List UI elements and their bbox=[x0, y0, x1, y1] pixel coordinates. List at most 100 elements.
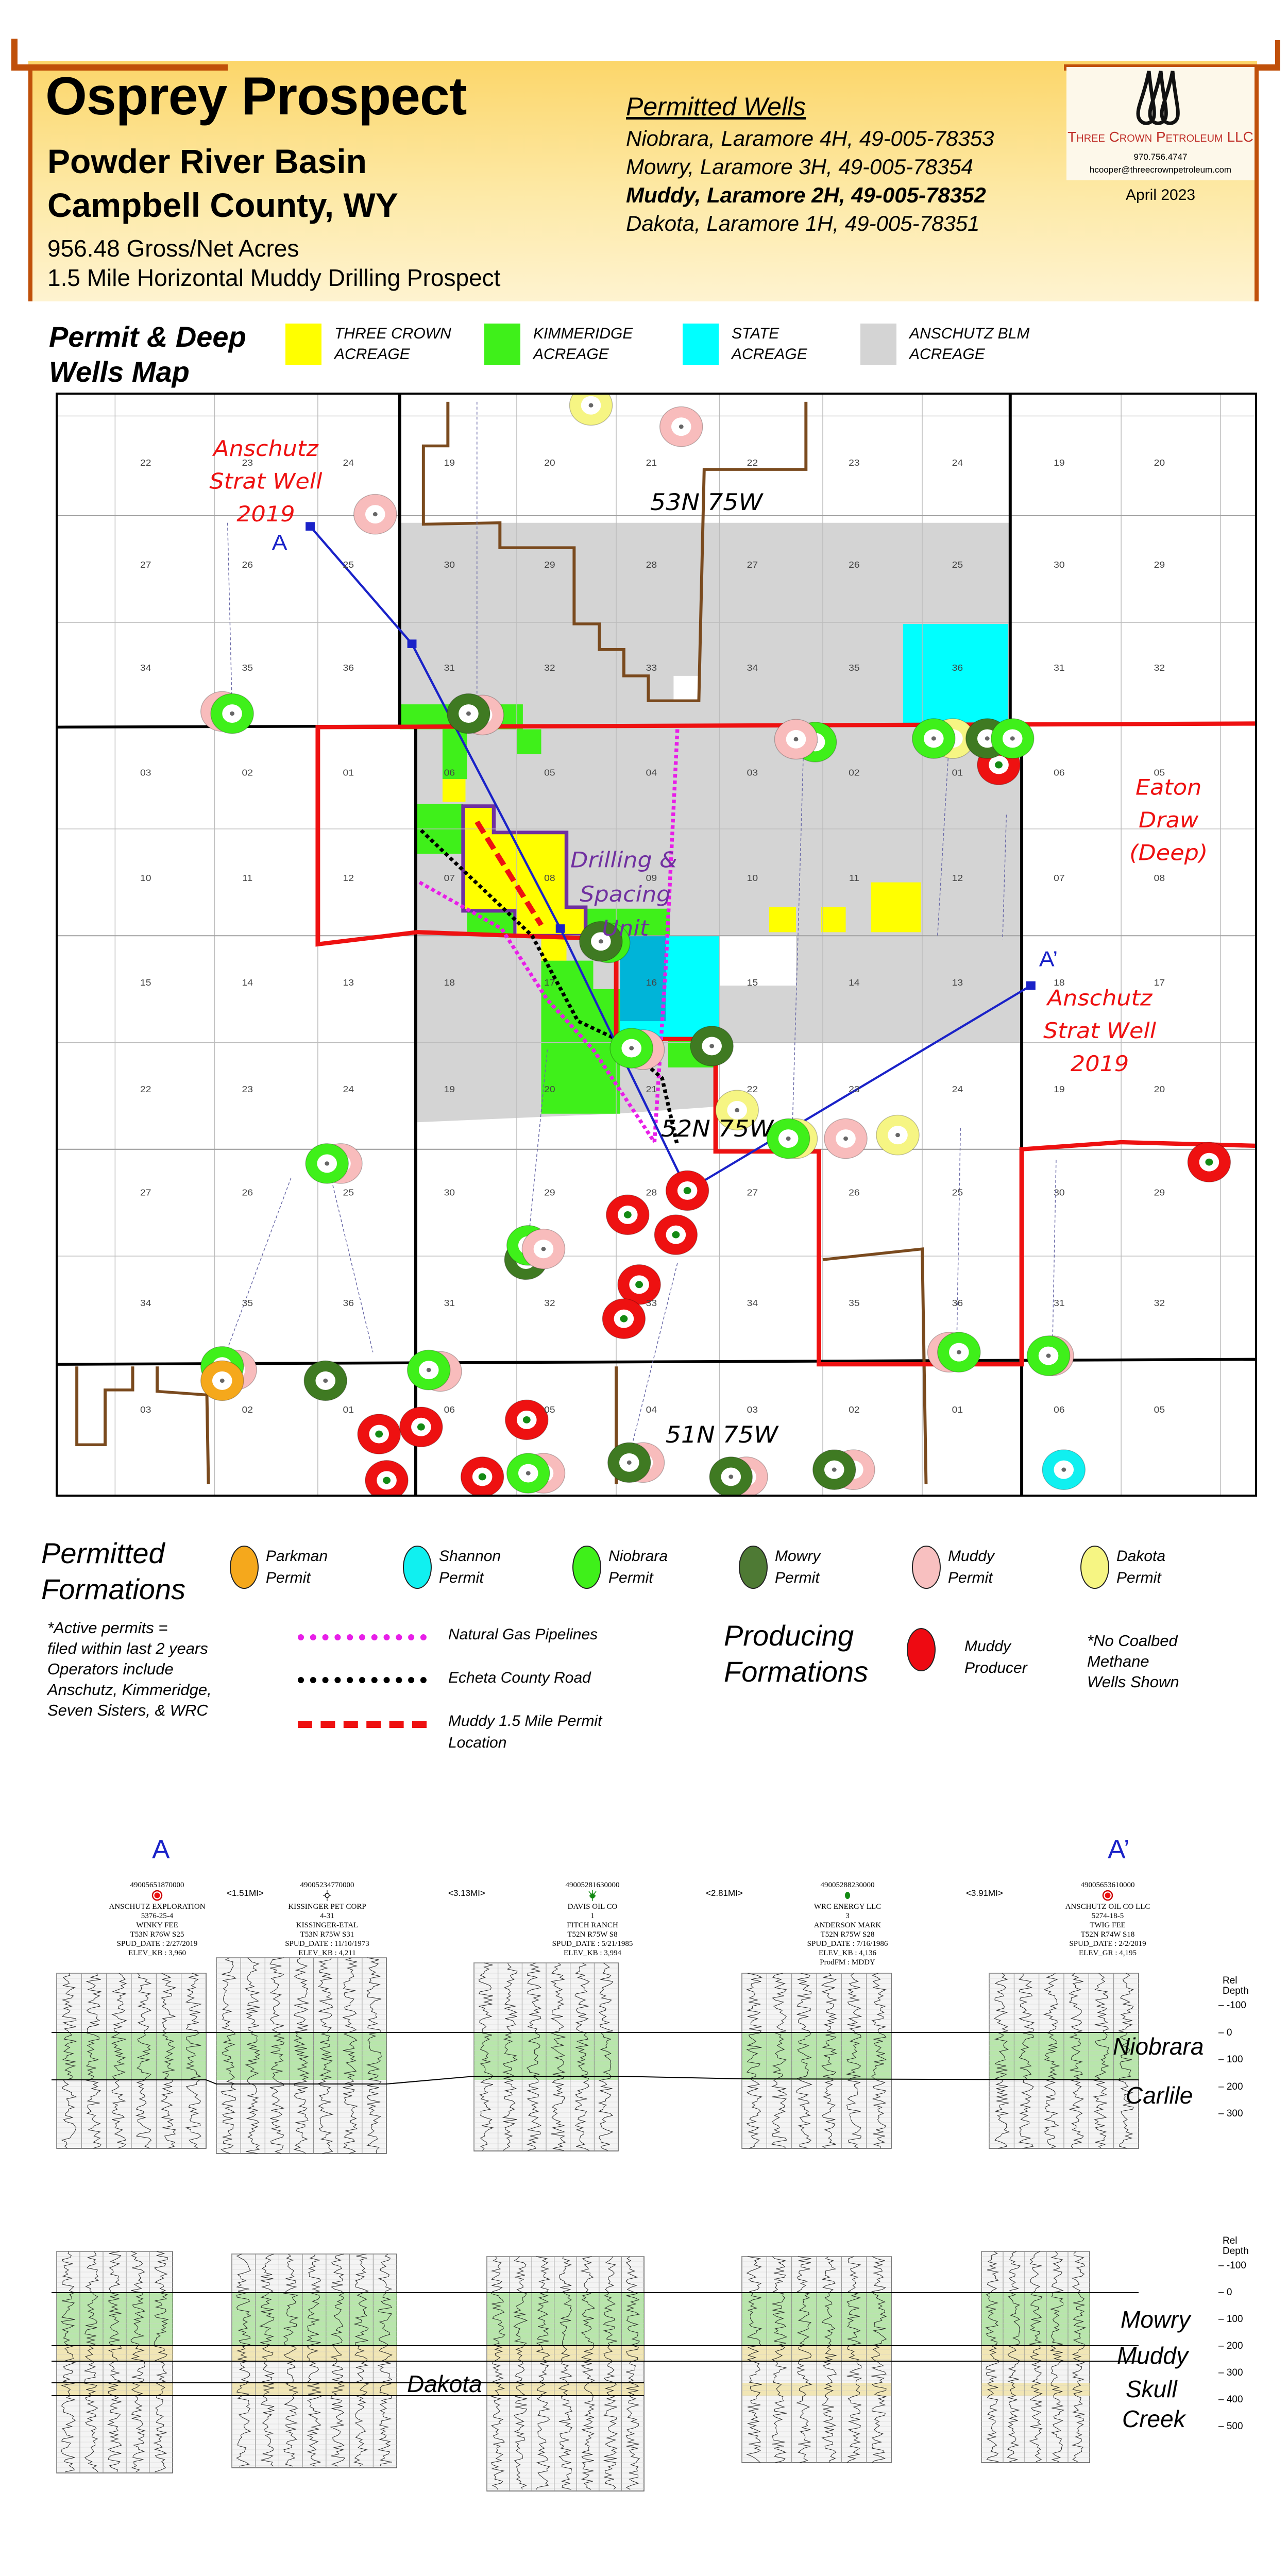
well-symbol[interactable] bbox=[460, 1456, 504, 1497]
well-symbol[interactable] bbox=[1042, 1449, 1086, 1490]
well-symbol[interactable] bbox=[303, 1360, 348, 1401]
formation-label-muddy: Muddy bbox=[1117, 2342, 1189, 2369]
producer-label-1: Muddy bbox=[964, 1638, 1011, 1655]
well-symbol[interactable] bbox=[210, 693, 254, 734]
well-log-track bbox=[486, 2256, 645, 2492]
well-symbol[interactable] bbox=[766, 1118, 810, 1159]
well-symbol[interactable] bbox=[607, 1442, 651, 1483]
log-curve bbox=[871, 1973, 887, 2149]
well-symbol[interactable] bbox=[617, 1264, 661, 1305]
well-symbol[interactable] bbox=[447, 693, 490, 734]
well-symbol[interactable] bbox=[654, 1214, 698, 1255]
well-symbol[interactable] bbox=[353, 494, 397, 535]
section-number: 01 bbox=[952, 1404, 963, 1415]
log-curve bbox=[821, 1973, 838, 2149]
well-symbol[interactable] bbox=[200, 1360, 244, 1401]
well-distance: <3.91MI> bbox=[966, 1888, 1003, 1898]
well-symbol[interactable] bbox=[990, 718, 1035, 759]
section-number: 24 bbox=[952, 457, 963, 468]
log-curve bbox=[746, 2256, 762, 2463]
well-symbol[interactable] bbox=[911, 718, 956, 759]
section-number: 35 bbox=[242, 1297, 253, 1308]
well-symbol[interactable] bbox=[1026, 1335, 1071, 1376]
permit-line-label-2: Location bbox=[448, 1734, 507, 1751]
section-number: 10 bbox=[747, 872, 758, 883]
company-email[interactable]: hcooper@threecrownpetroleum.com bbox=[1089, 165, 1232, 175]
legend-title-line: Formations bbox=[724, 1655, 869, 1688]
section-number: 29 bbox=[1154, 559, 1165, 569]
section-number: 17 bbox=[544, 977, 555, 988]
permit-label-1: Mowry bbox=[775, 1548, 821, 1565]
well-symbol[interactable] bbox=[602, 1298, 646, 1340]
three-crown-acreage bbox=[821, 907, 846, 933]
well-operator: ANSCHUTZ EXPLORATION bbox=[109, 1903, 206, 1911]
log-curve bbox=[221, 1957, 236, 2154]
section-number: 05 bbox=[544, 767, 555, 777]
section-number: 26 bbox=[849, 559, 859, 569]
permit-label-1: Dakota bbox=[1116, 1548, 1166, 1565]
cross-section-well-marker bbox=[306, 522, 315, 531]
section-number: 26 bbox=[242, 559, 253, 569]
permit-symbol-dakota bbox=[1080, 1546, 1109, 1589]
well-symbol[interactable] bbox=[876, 1114, 920, 1156]
well-symbol[interactable] bbox=[357, 1414, 401, 1454]
well-symbol[interactable] bbox=[937, 1332, 981, 1373]
well-symbol[interactable] bbox=[521, 1228, 566, 1269]
road-line-swatch bbox=[298, 1677, 427, 1683]
formation-label-niobrara: Niobrara bbox=[1113, 2033, 1204, 2060]
well-symbol[interactable] bbox=[569, 385, 613, 426]
kimmeridge-acreage bbox=[442, 729, 467, 779]
frame-left bbox=[28, 64, 32, 301]
well-log-track bbox=[216, 1957, 387, 2154]
well-symbol[interactable] bbox=[609, 1028, 654, 1069]
depth-tick-label: 300 bbox=[1226, 2108, 1243, 2119]
well-path bbox=[222, 1177, 292, 1363]
formation-label-dakota: Dakota bbox=[407, 2370, 482, 2397]
log-curve bbox=[846, 1973, 862, 2149]
map-title: Permit & Deep Wells Map bbox=[49, 319, 246, 389]
oil-well-icon bbox=[845, 1892, 850, 1899]
well-symbol[interactable] bbox=[605, 1194, 650, 1235]
section-number: 34 bbox=[140, 663, 151, 673]
section-number: 29 bbox=[544, 559, 555, 569]
section-number: 06 bbox=[1054, 767, 1064, 777]
well-symbol[interactable] bbox=[709, 1456, 753, 1497]
formation-label-carlile: Carlile bbox=[1126, 2082, 1193, 2109]
well-symbol[interactable] bbox=[399, 1406, 443, 1448]
section-number: 23 bbox=[849, 1084, 859, 1094]
well-symbol[interactable] bbox=[305, 1143, 349, 1184]
log-curve bbox=[1018, 1973, 1035, 2149]
acreage-label-2: ACREAGE bbox=[909, 346, 985, 363]
well-symbol[interactable] bbox=[690, 1026, 734, 1066]
well-symbol[interactable] bbox=[824, 1118, 868, 1159]
well-symbol[interactable] bbox=[659, 406, 703, 447]
well-symbol[interactable] bbox=[1187, 1142, 1231, 1183]
well-symbol[interactable] bbox=[715, 1090, 759, 1131]
well-distance: <3.13MI> bbox=[448, 1888, 485, 1898]
section-number: 04 bbox=[646, 1404, 657, 1415]
well-symbol[interactable] bbox=[665, 1170, 709, 1211]
well-symbol[interactable] bbox=[579, 921, 623, 962]
log-curve bbox=[846, 2256, 862, 2463]
log-curve bbox=[366, 1957, 382, 2154]
cross-section-a-prime-label: A’ bbox=[1108, 1835, 1130, 1865]
depth-tick-label: 0 bbox=[1226, 2027, 1232, 2038]
well-symbol[interactable] bbox=[504, 1399, 549, 1440]
well-symbol[interactable] bbox=[365, 1460, 409, 1501]
well-symbol[interactable] bbox=[774, 719, 818, 760]
well-symbol[interactable] bbox=[406, 1349, 451, 1391]
township-label: 53N 75W bbox=[650, 488, 764, 515]
section-number: 05 bbox=[1154, 1404, 1165, 1415]
permit-label-2: Permit bbox=[775, 1569, 820, 1586]
depth-tick-label: 100 bbox=[1226, 2054, 1243, 2065]
section-number: 15 bbox=[140, 977, 151, 988]
kimmeridge-acreage bbox=[516, 729, 541, 754]
well-symbol[interactable] bbox=[812, 1449, 856, 1490]
well-symbol[interactable] bbox=[506, 1453, 550, 1494]
